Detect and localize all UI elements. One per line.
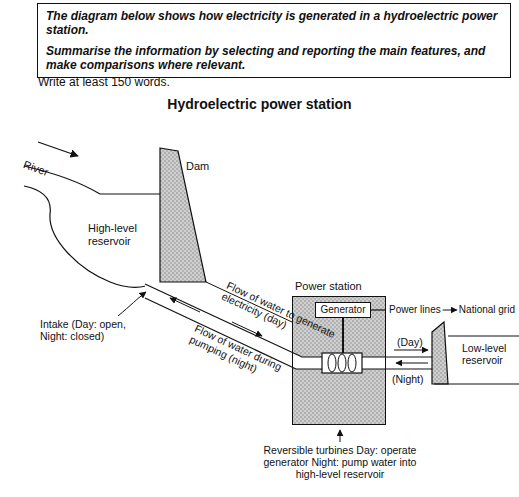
grid-arrow	[443, 310, 457, 311]
generator-box: Generator	[315, 302, 370, 318]
intake-label: Intake (Day: open, Night: closed)	[40, 318, 140, 342]
intake-leader	[118, 292, 146, 316]
day-label: (Day)	[397, 336, 423, 348]
river-banks	[24, 166, 161, 287]
instruction-text: Summarise the information by selecting a…	[46, 44, 502, 72]
turbine-label: Reversible turbines Day: operate generat…	[255, 444, 425, 480]
instruction-text: The diagram below shows how electricity …	[46, 9, 502, 37]
night-outlet-arrow	[396, 363, 428, 364]
diagram-title: Hydroelectric power station	[0, 96, 519, 112]
river-flow-arrow	[38, 142, 78, 156]
power-station-heading: Power station	[295, 280, 362, 292]
ground-line	[434, 384, 519, 385]
power-lines-label: Power lines	[389, 304, 441, 316]
river-label: River	[22, 158, 51, 179]
reversible-turbine	[322, 353, 362, 373]
grid-label: National grid	[459, 304, 515, 316]
day-outlet-arrow	[394, 350, 428, 351]
night-label: (Night)	[392, 373, 424, 385]
night-flow-arrow	[170, 298, 200, 312]
low-level-wall	[432, 322, 448, 384]
instruction-note: Write at least 150 words.	[38, 76, 170, 89]
day-flow-arrow	[232, 322, 262, 336]
power-line	[371, 309, 386, 310]
reservoir-label: Low-level reservoir	[462, 342, 517, 366]
instruction-box: The diagram below shows how electricity …	[37, 3, 511, 78]
generator-text: Generator	[320, 304, 365, 316]
turbine-shaft	[342, 318, 344, 353]
outlet-pipe	[362, 357, 434, 369]
dam-label: Dam	[186, 160, 209, 173]
turbine-leader	[340, 430, 341, 442]
reservoir-label: High-level reservoir	[88, 222, 158, 248]
low-level-water	[448, 336, 519, 337]
